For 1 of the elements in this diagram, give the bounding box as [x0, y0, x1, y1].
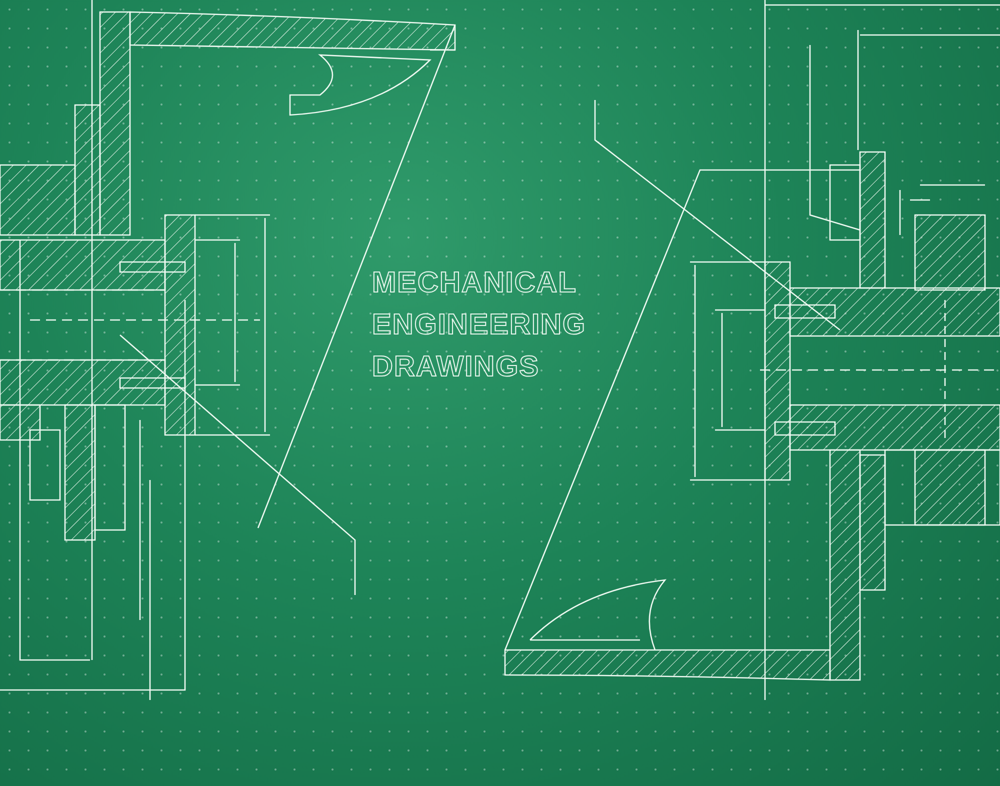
title: MECHANICAL ENGINEERING DRAWINGS [372, 266, 588, 385]
